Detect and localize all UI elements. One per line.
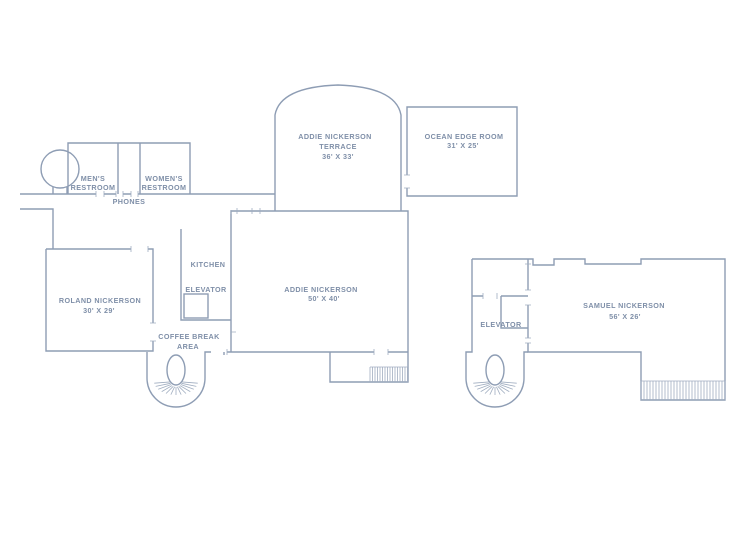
stair-tread (500, 381, 517, 384)
stair-tread (165, 386, 174, 394)
roland-size: 30' X 29' (83, 306, 115, 315)
coffee-label: COFFEE BREAK (158, 332, 220, 341)
terrace-label: ADDIE NICKERSON (298, 132, 372, 141)
mens-restroom-label-2: RESTROOM (71, 183, 116, 192)
stair-tread (477, 384, 491, 390)
samuel-room (472, 258, 726, 401)
stair-tread (154, 381, 171, 384)
ocean-edge-room (406, 106, 518, 197)
spiral-stair-icon (154, 381, 198, 395)
corridor-wall (20, 208, 54, 249)
stair-tread (473, 381, 490, 384)
addie-size: 50' X 40' (308, 294, 340, 303)
stair-tread (179, 385, 191, 392)
stair-tread (178, 386, 187, 394)
terrace-room (274, 84, 402, 211)
roland-label: ROLAND NICKERSON (59, 296, 141, 305)
stair-tread (181, 382, 197, 387)
addie-room (230, 210, 409, 352)
addie-label: ADDIE NICKERSON (284, 285, 358, 294)
stair-tread (499, 384, 513, 390)
stair-tread (498, 385, 510, 392)
stair-tread (181, 381, 198, 384)
samuel-elevator-label: ELEVATOR (480, 320, 522, 329)
stair-tread (161, 385, 173, 392)
stair-tread (497, 386, 506, 394)
elevator-box (183, 293, 209, 319)
stair-tread (500, 382, 516, 387)
stair-tread (474, 382, 490, 387)
stair-tread (484, 386, 493, 394)
ocean-edge-label: OCEAN EDGE ROOM (425, 132, 504, 141)
womens-restroom-label: WOMEN'S (145, 174, 183, 183)
roland-room (45, 248, 154, 352)
stair-tread (489, 386, 494, 395)
kitchen (180, 229, 231, 321)
terrace-size: 36' X 33' (322, 152, 354, 161)
elevator-label: ELEVATOR (185, 285, 227, 294)
spiral-stair-icon (473, 381, 517, 395)
stair-tread (155, 382, 171, 387)
ocean-edge-size: 31' X 25' (447, 141, 479, 150)
stair-tread (480, 385, 492, 392)
stairs-addie (369, 366, 408, 382)
kitchen-label: KITCHEN (191, 260, 226, 269)
stair-tread (180, 384, 194, 390)
stair-tread (177, 386, 182, 395)
terrace-label-2: TERRACE (319, 142, 357, 151)
restrooms-block (20, 142, 275, 197)
phones-label: PHONES (113, 197, 146, 206)
mens-restroom-label: MEN'S (81, 174, 105, 183)
samuel-label: SAMUEL NICKERSON (583, 301, 665, 310)
stairs-samuel (640, 380, 726, 400)
samuel-size: 56' X 26' (609, 312, 641, 321)
stair-tread (158, 384, 172, 390)
coffee-label-2: AREA (177, 342, 199, 351)
womens-restroom-label-2: RESTROOM (142, 183, 187, 192)
coffee-stair (146, 351, 225, 408)
stair-tread (496, 386, 501, 395)
stair-tread (170, 386, 175, 395)
